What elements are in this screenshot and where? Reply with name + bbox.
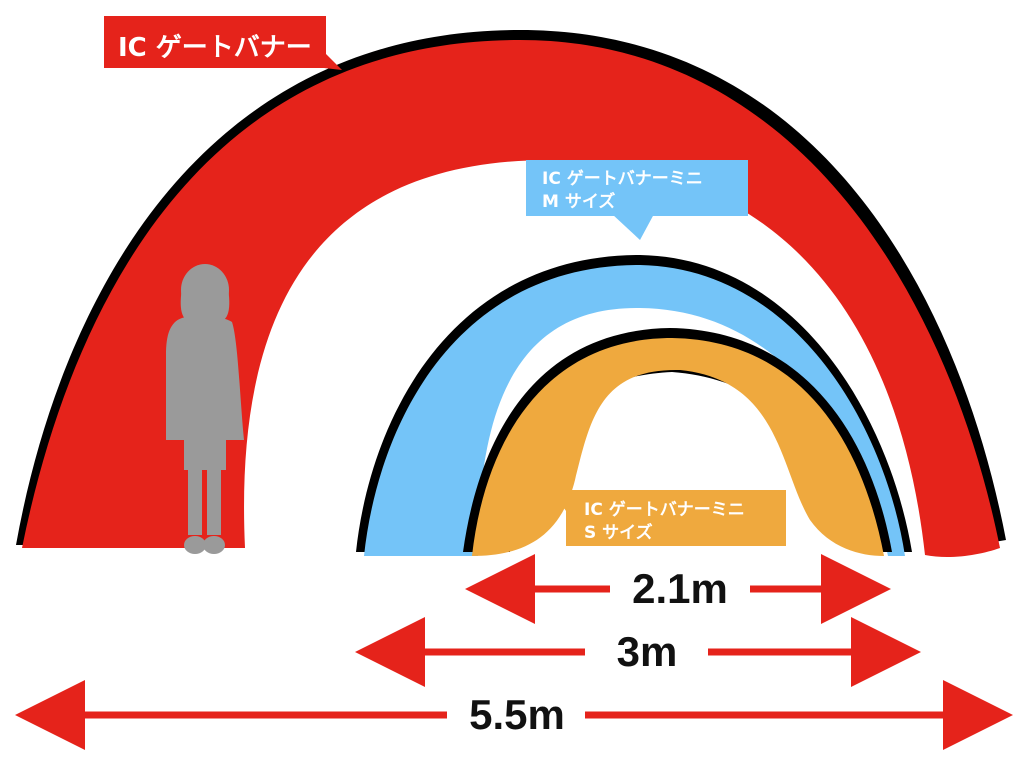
callout-large-label: IC ゲートバナー <box>118 33 312 63</box>
callout-large <box>104 16 342 70</box>
callout-medium-label-line2: M サイズ <box>542 192 616 212</box>
callout-medium-label-line1: IC ゲートバナーミニ <box>542 169 703 189</box>
dimension-label-medium: 3m <box>616 628 678 675</box>
person-silhouette-icon <box>166 264 244 554</box>
small-arch <box>463 328 892 556</box>
medium-arch <box>356 255 912 556</box>
callout-small-label-line2: S サイズ <box>584 523 653 543</box>
callout-small <box>552 490 786 546</box>
callout-medium <box>526 160 748 240</box>
small-arch-body <box>472 338 884 556</box>
large-arch-body <box>22 40 1000 558</box>
medium-arch-body <box>364 265 905 556</box>
dimension-label-large: 5.5m <box>469 691 565 738</box>
callout-small-label-line1: IC ゲートバナーミニ <box>584 500 745 520</box>
large-arch <box>16 30 1006 558</box>
dimension-label-small: 2.1m <box>632 565 728 612</box>
